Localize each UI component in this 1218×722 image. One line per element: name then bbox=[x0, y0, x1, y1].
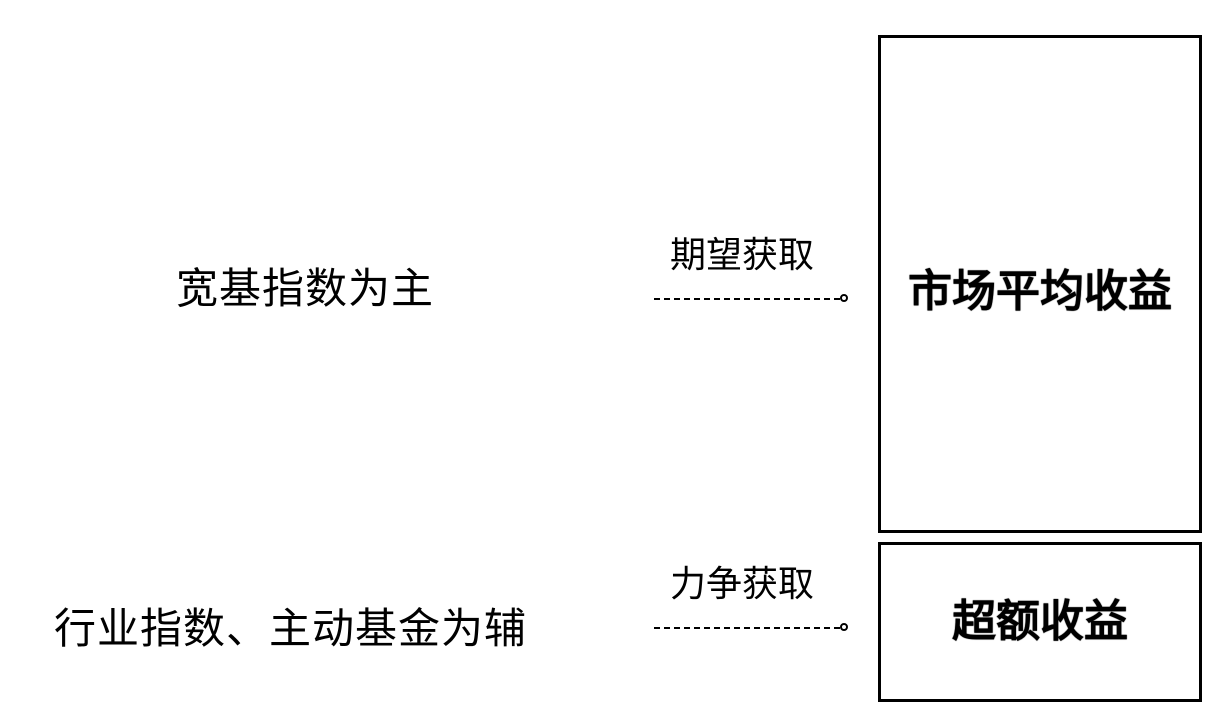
industry-active-fund-label: 行业指数、主动基金为辅 bbox=[54, 604, 528, 653]
broad-index-label: 宽基指数为主 bbox=[176, 264, 435, 313]
connector-dot-top bbox=[840, 294, 848, 302]
dashed-connector-bottom bbox=[654, 627, 840, 629]
excess-return-label: 超额收益 bbox=[952, 596, 1128, 647]
market-average-return-label: 市场平均收益 bbox=[908, 266, 1172, 317]
excess-return-box: 超额收益 bbox=[878, 542, 1202, 702]
expect-obtain-label: 期望获取 bbox=[670, 235, 815, 276]
dashed-connector-top bbox=[654, 298, 840, 300]
strive-obtain-label: 力争获取 bbox=[670, 564, 815, 605]
connector-dot-bottom bbox=[840, 623, 848, 631]
market-average-return-box: 市场平均收益 bbox=[878, 35, 1202, 533]
